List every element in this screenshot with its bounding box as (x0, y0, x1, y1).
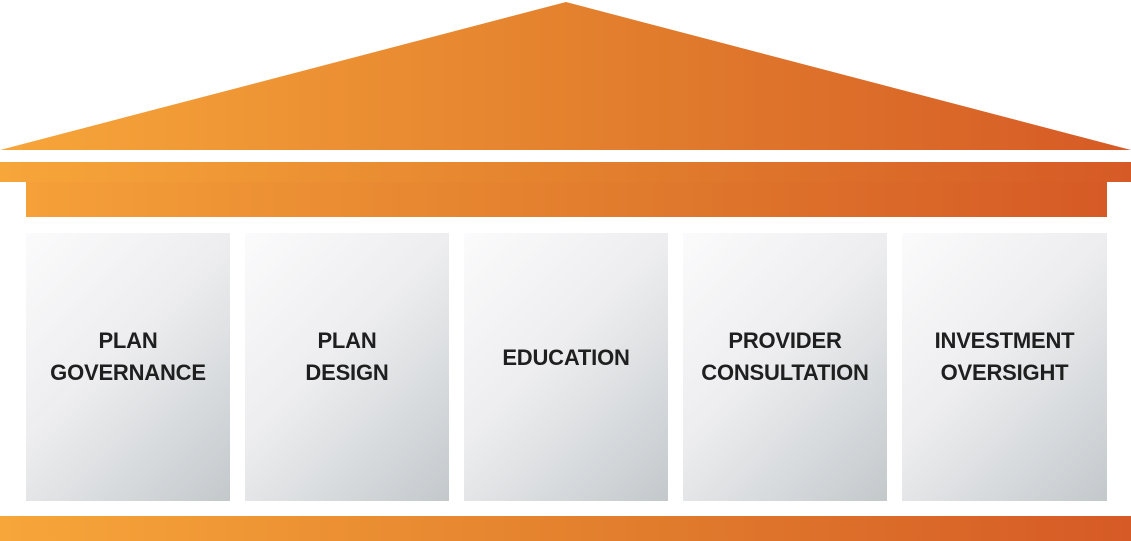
pillar-label: INVESTMENT OVERSIGHT (935, 325, 1075, 389)
entablature (26, 182, 1107, 217)
temple-base (0, 516, 1131, 541)
temple-roof (0, 2, 1131, 150)
pillar-row: PLAN GOVERNANCE PLAN DESIGN EDUCATION PR… (26, 233, 1107, 501)
pillar-label: PLAN GOVERNANCE (50, 325, 206, 389)
pillar-label-line: GOVERNANCE (50, 360, 206, 385)
pillar-label-line: PLAN (317, 328, 377, 353)
pillar-label-line: PROVIDER (728, 328, 842, 353)
pillar-label: PROVIDER CONSULTATION (701, 325, 869, 389)
pillar-label-line: DESIGN (305, 360, 389, 385)
pillar-label: EDUCATION (502, 342, 630, 374)
pillar-investment-oversight: INVESTMENT OVERSIGHT (902, 233, 1107, 501)
roof-beam (0, 162, 1131, 182)
pillar-education: EDUCATION (464, 233, 668, 501)
pillar-label: PLAN DESIGN (305, 325, 388, 389)
pillar-label-line: PLAN (98, 328, 158, 353)
pillar-provider-consultation: PROVIDER CONSULTATION (683, 233, 887, 501)
pillar-plan-design: PLAN DESIGN (245, 233, 449, 501)
pillar-label-line: OVERSIGHT (940, 360, 1069, 385)
pillar-label-line: EDUCATION (502, 345, 630, 370)
pillar-label-line: INVESTMENT (934, 328, 1075, 353)
pillar-plan-governance: PLAN GOVERNANCE (26, 233, 230, 501)
pillar-label-line: CONSULTATION (701, 360, 869, 385)
